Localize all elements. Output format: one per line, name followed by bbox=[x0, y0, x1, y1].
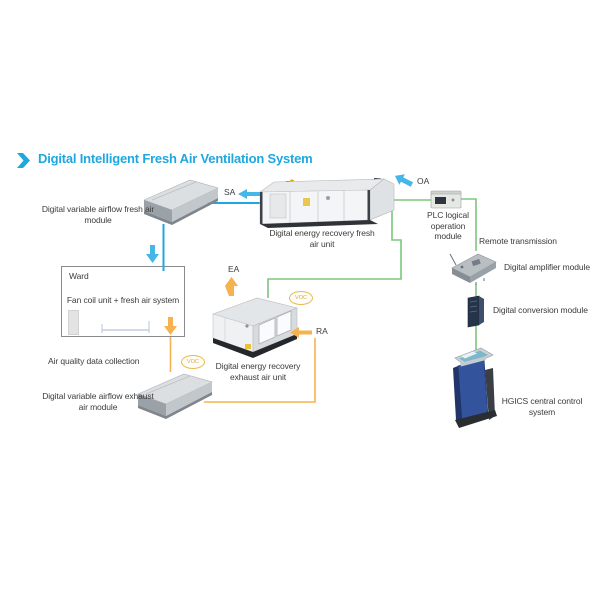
ea-arrow-icon bbox=[225, 277, 238, 296]
ward-supply-arrow-icon bbox=[146, 245, 159, 263]
ea-label: EA bbox=[228, 264, 240, 274]
amplifier-label: Digital amplifier module bbox=[504, 262, 590, 272]
fresh-air-module-device bbox=[138, 176, 222, 235]
exhaust-module-to-unit-line bbox=[204, 338, 316, 403]
sa-label: SA bbox=[224, 187, 236, 197]
exhaust-air-unit-device bbox=[207, 292, 303, 369]
ward-title: Ward bbox=[69, 271, 89, 281]
signal-lines-green bbox=[267, 198, 477, 350]
plc-image bbox=[430, 190, 462, 209]
sa-arrow-icon bbox=[238, 189, 260, 199]
fresh-air-unit-label: Digital energy recovery fresh air unit bbox=[269, 228, 375, 249]
plc-label: PLC logical operation module bbox=[427, 210, 469, 241]
remote-transmission-label: Remote transmission bbox=[479, 236, 557, 246]
air-quality-label: Air quality data collection bbox=[48, 356, 140, 366]
voc-sensor-badge: VOC bbox=[181, 355, 205, 369]
exhaust-lines-orange bbox=[169, 337, 316, 403]
fresh-air-module-label: Digital variable airflow fresh air modul… bbox=[41, 204, 155, 225]
amplifier-device bbox=[448, 246, 500, 291]
voc-sensor-badge-2: VOC bbox=[289, 291, 313, 305]
ra-label: RA bbox=[316, 326, 328, 336]
ward-return-arrow-icon bbox=[164, 317, 177, 335]
fresh-air-module-image bbox=[143, 179, 219, 225]
central-control-kiosk bbox=[447, 342, 501, 435]
title-chevron-icon bbox=[17, 153, 30, 168]
conversion-image bbox=[467, 295, 484, 328]
oa-label: OA bbox=[417, 176, 430, 186]
conversion-label: Digital conversion module bbox=[493, 305, 588, 315]
ward-bed-shape bbox=[101, 321, 150, 333]
ward-box: Ward Fan coil unit + fresh air system bbox=[61, 266, 185, 337]
ward-cabinet-shape bbox=[68, 310, 79, 335]
exhaust-air-module-label: Digital variable airflow exhaust air mod… bbox=[42, 391, 154, 412]
ra-arrow-icon bbox=[290, 327, 312, 338]
conversion-device bbox=[464, 294, 488, 333]
plc-device bbox=[429, 189, 463, 215]
ward-caption: Fan coil unit + fresh air system bbox=[66, 295, 180, 305]
exhaust-air-module-device bbox=[132, 370, 216, 429]
exhaust-air-unit-image bbox=[212, 297, 298, 358]
exhaust-air-unit-label: Digital energy recovery exhaust air unit bbox=[215, 361, 301, 382]
central-control-label: HGICS central control system bbox=[501, 396, 583, 417]
amplifier-image bbox=[449, 253, 497, 285]
page-title: Digital Intelligent Fresh Air Ventilatio… bbox=[38, 151, 313, 166]
plc-to-amplifier-line bbox=[461, 198, 477, 251]
oa-arrow-icon bbox=[394, 174, 414, 187]
fresh-air-unit-device bbox=[256, 167, 398, 235]
exhaust-air-module-image bbox=[137, 373, 213, 419]
unit-to-exhaust-unit-line bbox=[267, 200, 402, 298]
fresh-air-unit-image bbox=[259, 167, 395, 228]
kiosk-image bbox=[453, 347, 497, 428]
